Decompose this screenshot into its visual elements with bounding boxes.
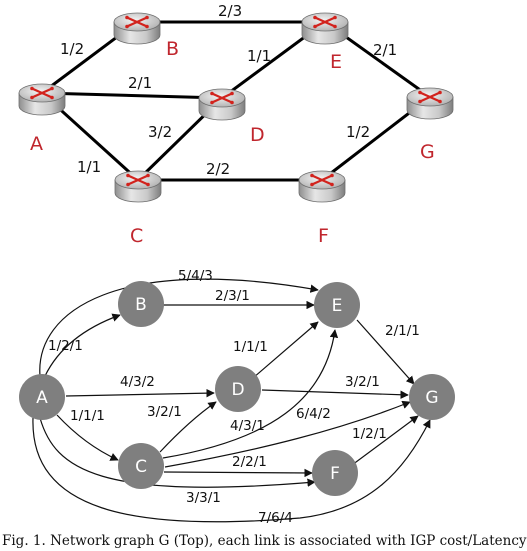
link-label-b-e: 2/3 [218, 2, 242, 20]
router-icon-c [114, 170, 162, 203]
edge-label-b-e: 2/3/1 [215, 288, 250, 304]
node-label-d: D [231, 380, 244, 400]
node-label-f: F [330, 464, 340, 484]
router-icon-d [198, 88, 246, 121]
edge-label-a-c: 1/1/1 [70, 408, 105, 424]
router-label-a: A [30, 133, 43, 155]
node-g [409, 374, 455, 420]
node-e [314, 282, 360, 328]
edge-a-b [44, 313, 121, 377]
edge-c-d [159, 401, 217, 453]
router-label-d: D [250, 124, 265, 146]
edge-label-c-e: 4/3/1 [230, 418, 265, 434]
figure-caption: Fig. 1. Network graph G (Top), each link… [2, 533, 527, 549]
link-label-c-f: 2/2 [206, 160, 230, 178]
edge-f-g [351, 415, 419, 466]
edge-d-g [261, 389, 409, 399]
edge-label-f-g: 1/2/1 [352, 426, 387, 442]
network-figure: 1/2 2/3 2/1 1/1 2/1 3/2 1/1 2/2 1/2 B E … [18, 2, 455, 526]
edge-label-d-e: 1/1/1 [233, 339, 268, 355]
node-b [118, 281, 164, 327]
node-label-e: E [332, 296, 343, 316]
link-label-d-e: 1/1 [247, 47, 271, 65]
link-label-a-b: 1/2 [60, 40, 84, 58]
router-icon-g [406, 87, 454, 120]
router-icon-a [18, 83, 66, 116]
top-graph-link-labels: 1/2 2/3 2/1 1/1 2/1 3/2 1/1 2/2 1/2 [60, 2, 397, 178]
bottom-graph-nodes [19, 281, 455, 496]
edge-label-a-b: 1/2/1 [48, 338, 83, 354]
edge-d-e [252, 321, 319, 379]
router-icon-f [298, 170, 346, 203]
link-label-e-g: 2/1 [373, 41, 397, 59]
router-label-g: G [420, 141, 435, 163]
edge-c-f [163, 468, 313, 478]
link-a-d [41, 91, 223, 100]
node-a [19, 374, 65, 420]
node-label-c: C [135, 457, 147, 477]
edge-label-a-e: 5/4/3 [178, 268, 213, 284]
edge-label-c-d: 3/2/1 [147, 404, 182, 420]
link-label-a-c: 1/1 [77, 158, 101, 176]
node-label-a: A [36, 388, 48, 408]
edge-a-c [56, 414, 119, 461]
bottom-graph-edge-labels: 1/2/1 5/4/3 2/3/1 4/3/2 1/1/1 2/1/1 3/2/… [48, 268, 420, 526]
edge-label-e-g: 2/1/1 [385, 323, 420, 339]
link-label-a-d: 2/1 [128, 74, 152, 92]
edge-label-c-g: 6/4/2 [296, 406, 331, 422]
node-d [215, 366, 261, 412]
edge-c-g [164, 400, 411, 468]
edge-c-e [162, 329, 339, 459]
router-icon-e [301, 12, 349, 45]
top-graph-routers [18, 12, 454, 203]
top-graph-router-labels: B E A D G C F [30, 38, 435, 247]
edge-label-a-d: 4/3/2 [120, 374, 155, 390]
edge-a-g [32, 417, 431, 523]
edge-a-d [65, 388, 215, 398]
router-label-f: F [318, 225, 329, 247]
edge-label-a-f: 3/3/1 [186, 490, 221, 506]
router-icon-b [113, 12, 161, 45]
edge-a-e [39, 278, 319, 377]
router-label-c: C [130, 225, 143, 247]
node-c [118, 443, 164, 489]
node-label-g: G [425, 388, 438, 408]
router-label-e: E [330, 51, 342, 73]
node-label-b: B [135, 295, 147, 315]
node-f [312, 450, 358, 496]
link-label-c-d: 3/2 [148, 123, 172, 141]
edge-label-c-f: 2/2/1 [232, 454, 267, 470]
edge-a-f [39, 417, 316, 488]
edge-label-d-g: 3/2/1 [345, 374, 380, 390]
bottom-graph-edges [32, 278, 431, 523]
edge-label-a-g: 7/6/4 [258, 510, 293, 526]
bottom-graph-node-labels: A B C D E F G [36, 295, 438, 484]
edge-e-g [356, 319, 415, 385]
router-label-b: B [166, 38, 179, 60]
link-label-f-g: 1/2 [346, 123, 370, 141]
